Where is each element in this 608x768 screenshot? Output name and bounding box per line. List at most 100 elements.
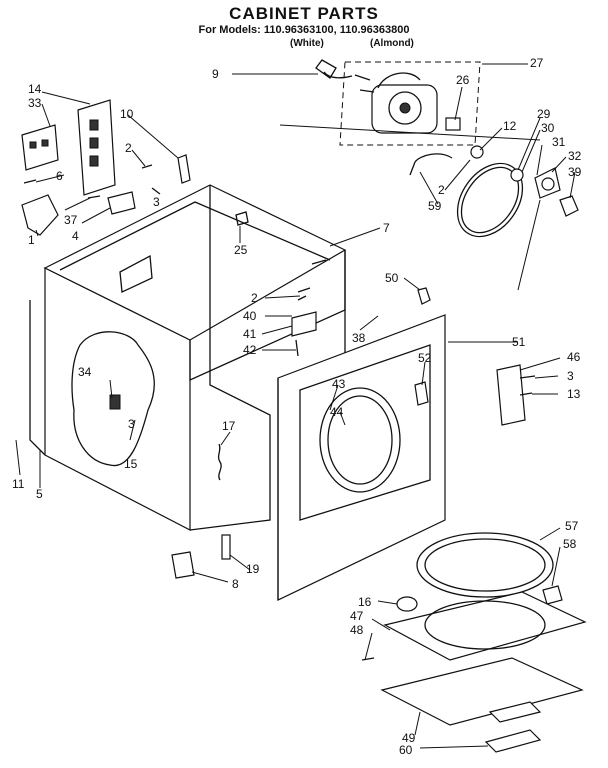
callout-2-b: 2: [438, 183, 445, 197]
callout-41: 41: [243, 327, 257, 341]
pulley: [510, 168, 524, 182]
callout-37: 37: [64, 213, 78, 227]
callout-5: 5: [36, 487, 43, 501]
terminal-b: [41, 139, 49, 147]
callout-51: 51: [512, 335, 526, 349]
callout-3-a: 3: [153, 195, 160, 209]
motor-pulley-nut: [470, 145, 484, 159]
ground-wire-end: [409, 161, 416, 176]
door-switch: [414, 381, 429, 406]
idler-spring: [559, 195, 579, 217]
callout-60: 60: [399, 743, 413, 757]
callout-47: 47: [350, 609, 364, 623]
door-opening: [319, 387, 401, 493]
clip-50: [417, 287, 431, 305]
callout-9: 9: [212, 67, 219, 81]
ground-wire: [414, 153, 453, 163]
diagram-title: CABINET PARTS: [229, 4, 379, 23]
callout-46: 46: [567, 350, 581, 364]
callout-31: 31: [552, 135, 566, 149]
motor-wire-leads: [354, 74, 375, 93]
callout-52: 52: [418, 351, 432, 365]
callout-3-b: 3: [567, 369, 574, 383]
side-bracket: [496, 357, 561, 426]
callout-11: 11: [12, 477, 25, 491]
switch-a: [89, 119, 99, 131]
callout-6: 6: [56, 169, 63, 183]
callout-1: 1: [28, 233, 35, 247]
terminal-a: [29, 141, 37, 149]
callout-27: 27: [530, 56, 544, 70]
door-outer-panel: [383, 591, 587, 661]
door-handle-16: [396, 596, 418, 612]
clip-25: [235, 211, 249, 226]
screw-37: [87, 195, 101, 199]
callout-labels: 14 33 10 2 6 37 4 1 3 9 26 27 12 29 30 3…: [12, 56, 582, 757]
callout-7: 7: [383, 221, 390, 235]
front-panel-inset: [299, 344, 431, 521]
control-bracket-parts: [21, 99, 191, 236]
door-opening-inner: [327, 395, 393, 485]
callout-40: 40: [243, 309, 257, 323]
terminal-block: [21, 124, 59, 171]
screw-2b: [311, 259, 327, 265]
callout-43: 43: [332, 377, 346, 391]
screw-2a: [141, 164, 153, 169]
callout-3-c: 3: [128, 417, 135, 431]
motor-shaft: [399, 102, 411, 114]
callout-12: 12: [503, 119, 517, 133]
callout-59: 59: [428, 199, 442, 213]
callout-42: 42: [243, 343, 257, 357]
idler-pulley: [541, 177, 555, 191]
door-catch-58: [542, 585, 563, 605]
door-window: [424, 600, 546, 650]
drive-belt-inner: [460, 166, 520, 234]
insulation-pad: [71, 331, 155, 467]
pad-clip: [109, 394, 121, 410]
variant-almond: (Almond): [370, 38, 414, 49]
variant-white: (White): [290, 38, 324, 49]
callout-38: 38: [352, 331, 366, 345]
model-numbers: For Models: 110.96363100, 110.96363800: [198, 24, 410, 36]
cabinet-edge-seal: [29, 300, 46, 456]
leader-lines-door: [364, 527, 561, 749]
cabinet-rear-edge: [189, 185, 271, 531]
front-panel: [277, 259, 446, 601]
door-assembly: [361, 532, 587, 753]
spring-17: [217, 443, 222, 481]
door-inner-panel: [380, 657, 584, 726]
drive-belt: [456, 162, 524, 238]
callout-33: 33: [28, 96, 42, 110]
callout-50: 50: [385, 271, 399, 285]
callout-19: 19: [246, 562, 260, 576]
callout-15: 15: [124, 457, 138, 471]
harness-wire: [323, 71, 353, 79]
door-seal-57: [416, 532, 554, 598]
motor-wire: [377, 72, 421, 89]
callout-44: 44: [330, 405, 344, 419]
callout-17: 17: [222, 419, 236, 433]
screw-48: [361, 657, 375, 661]
door-catch: [107, 191, 136, 215]
door-trim-60: [484, 729, 542, 753]
screw-6: [23, 179, 37, 184]
switch-c: [89, 155, 99, 167]
cabinet-flange: [59, 201, 331, 271]
screw-3b: [519, 375, 536, 379]
callout-16: 16: [358, 595, 372, 609]
callout-57: 57: [565, 519, 579, 533]
motor-assembly: [315, 59, 481, 146]
screw-13: [519, 392, 533, 396]
leader-lines-left: [35, 91, 179, 237]
callout-49: 49: [402, 731, 416, 745]
callout-58: 58: [563, 537, 577, 551]
callout-39: 39: [568, 165, 582, 179]
leader-lines-front: [261, 277, 518, 426]
callout-29: 29: [537, 107, 551, 121]
callout-14: 14: [28, 82, 42, 96]
motor-housing: [388, 91, 422, 125]
screw-3a: [151, 187, 161, 195]
callout-48: 48: [350, 623, 364, 637]
callout-4: 4: [72, 229, 79, 243]
